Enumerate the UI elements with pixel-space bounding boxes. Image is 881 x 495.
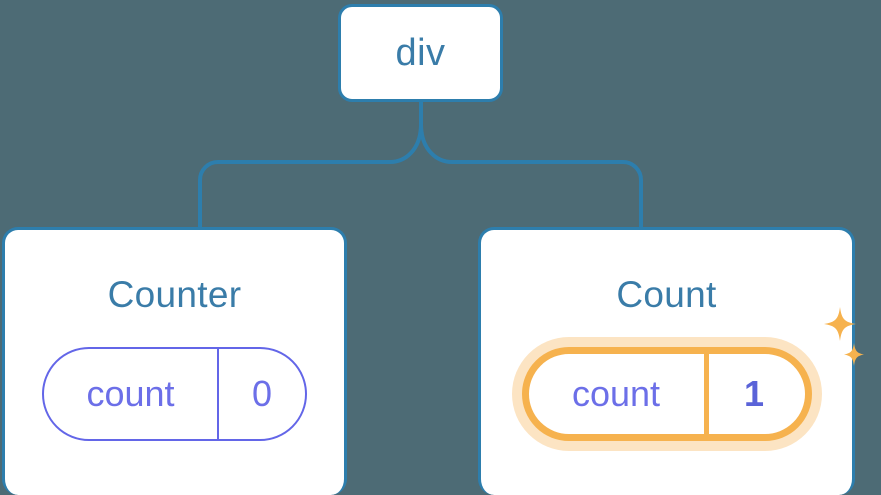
sparkle-icon — [823, 307, 856, 341]
state-key-count: count — [529, 354, 709, 434]
sparkle-group — [823, 307, 864, 366]
node-counter-title: Counter — [107, 274, 242, 315]
connector-to-count — [419, 123, 643, 229]
state-key-counter: count — [44, 349, 219, 439]
node-count-title: Count — [616, 274, 717, 315]
state-pill-count[interactable]: count 1 — [521, 347, 812, 441]
state-pill-counter[interactable]: count 0 — [42, 347, 307, 441]
state-pill-counter-wrap: count 0 — [42, 347, 307, 441]
node-count[interactable]: Count count 1 — [478, 227, 864, 495]
node-div[interactable]: div — [338, 4, 503, 102]
state-value-counter: 0 — [251, 373, 273, 414]
node-counter[interactable]: Counter count 0 — [2, 227, 347, 495]
state-pill-count-wrap: count 1 — [521, 307, 864, 441]
node-div-label: div — [395, 32, 446, 74]
connector-to-counter — [198, 123, 423, 229]
state-value-count: 1 — [743, 373, 765, 414]
sparkle-small-icon — [843, 343, 864, 366]
